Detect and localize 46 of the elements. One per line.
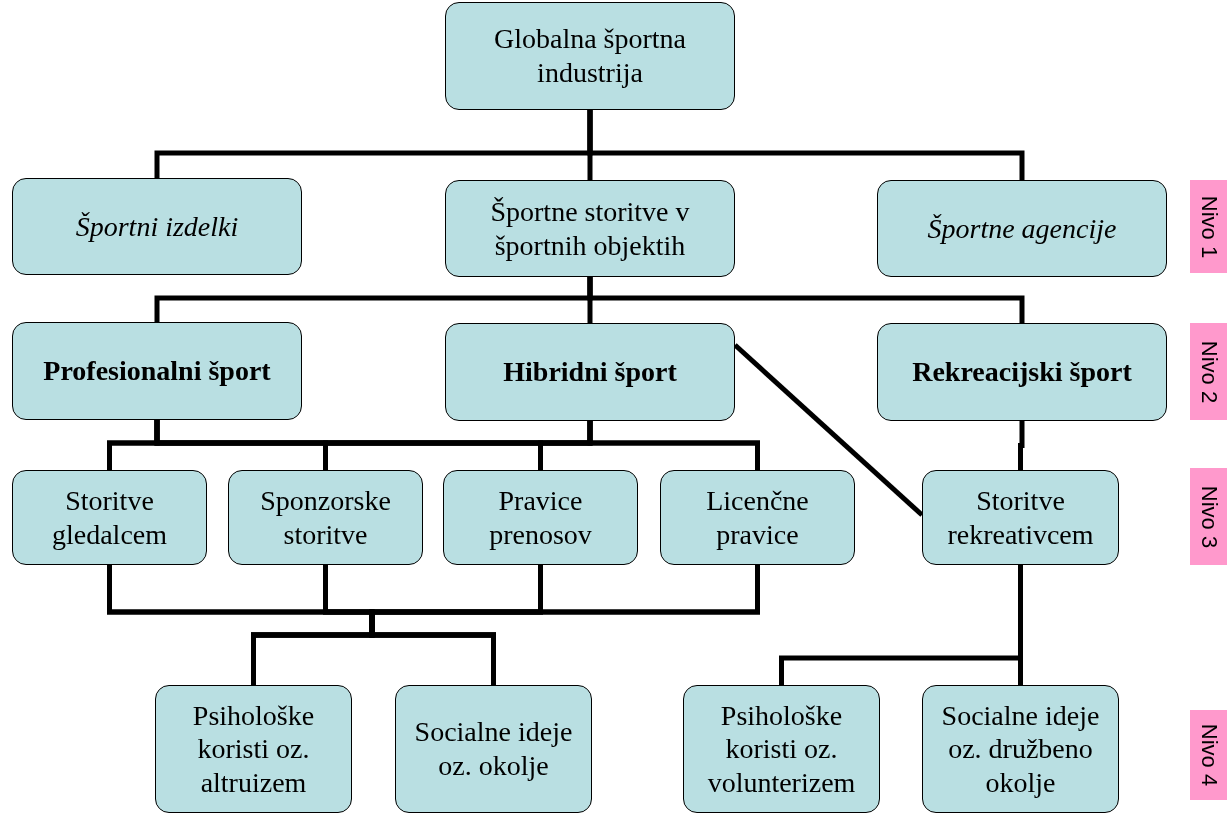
process-box — [12, 470, 207, 565]
level-label: Nivo 4 — [1195, 723, 1222, 787]
process-box — [445, 180, 735, 277]
level-band — [1190, 710, 1227, 800]
box-label: Hibridni šport — [503, 355, 677, 389]
process-box — [877, 180, 1167, 277]
process-box — [12, 178, 302, 275]
process-box — [922, 470, 1119, 565]
box-label: Športne agencije — [927, 211, 1117, 246]
process-box — [660, 470, 855, 565]
box-label: Pravice prenosov — [488, 483, 593, 552]
connector-line — [1018, 565, 1023, 685]
connector-line — [587, 110, 1025, 180]
box-label: Psihološke koristi oz. volunterizem — [706, 698, 857, 800]
process-box — [683, 685, 880, 813]
process-box — [443, 470, 638, 565]
box-label: Storitve gledalcem — [50, 483, 169, 552]
level-label: Nivo 3 — [1195, 485, 1222, 548]
process-box — [155, 685, 352, 813]
process-box — [445, 323, 735, 421]
level-band — [1190, 468, 1227, 565]
connector-line — [587, 421, 760, 470]
level-band — [1190, 323, 1227, 420]
process-box — [445, 2, 735, 110]
box-label: Psihološke koristi oz. altruizem — [191, 698, 316, 800]
box-label: Športne storitve v športnih objektih — [489, 194, 691, 263]
connector-line — [587, 277, 1025, 323]
level-label: Nivo 2 — [1195, 340, 1222, 403]
process-box — [922, 685, 1119, 813]
level-band — [1190, 180, 1227, 273]
box-label: Profesionalni šport — [43, 354, 271, 388]
box-label: Socialne ideje oz. okolje — [413, 715, 574, 783]
box-label: Športni izdelki — [75, 209, 239, 244]
connector-line — [733, 343, 924, 517]
connector-line — [1018, 421, 1025, 470]
process-box — [228, 470, 423, 565]
process-box — [12, 322, 302, 420]
level-label: Nivo 1 — [1195, 195, 1222, 258]
process-box — [877, 323, 1167, 421]
box-label: Globalna športna industrija — [492, 22, 688, 90]
box-label: Licenčne pravice — [705, 483, 810, 552]
box-label: Storitve rekreativcem — [946, 483, 1095, 552]
box-label: Socialne ideje oz. družbeno okolje — [940, 698, 1101, 800]
box-label: Rekreacijski šport — [912, 355, 1132, 389]
process-box — [395, 685, 592, 813]
box-label: Sponzorske storitve — [259, 483, 392, 552]
